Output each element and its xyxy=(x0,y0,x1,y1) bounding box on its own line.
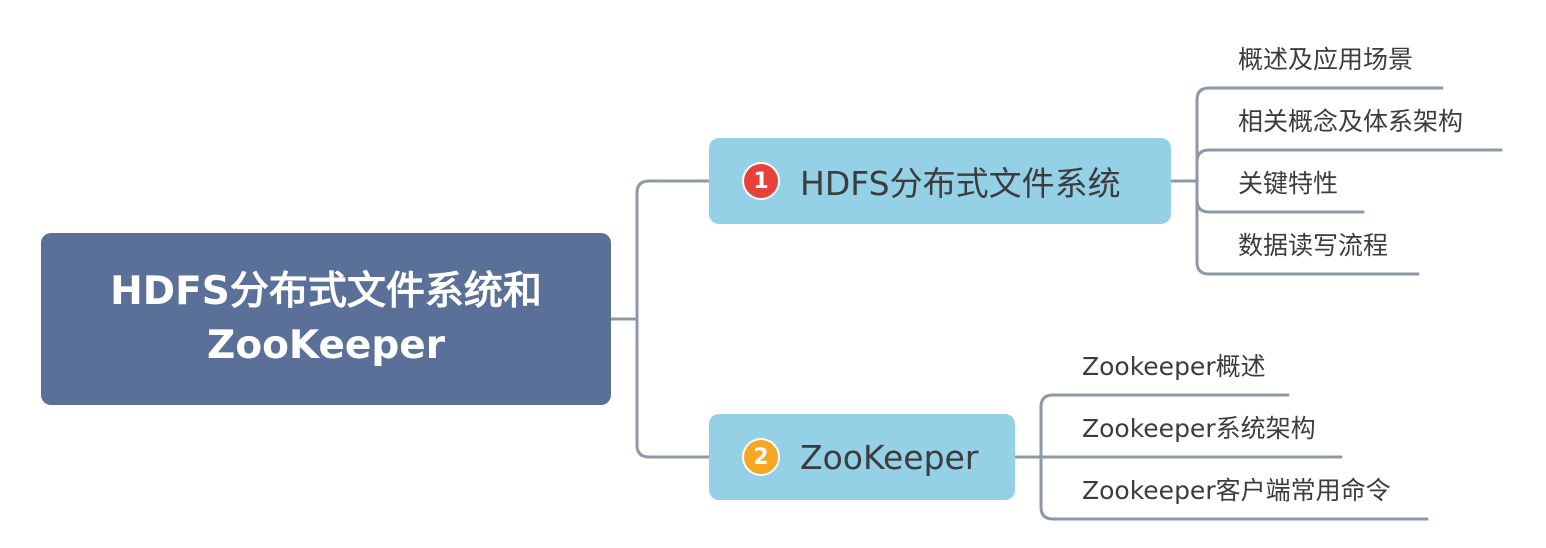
root-topic[interactable]: HDFS分布式文件系统和 ZooKeeper xyxy=(41,233,611,405)
subtopic-hdfs-overview[interactable]: 概述及应用场景 xyxy=(1238,45,1414,74)
subtopic-hdfs-architecture[interactable]: 相关概念及体系架构 xyxy=(1238,107,1464,136)
subtopic-hdfs-read-write[interactable]: 数据读写流程 xyxy=(1238,231,1389,260)
root-topic-line-1: HDFS分布式文件系统和 xyxy=(110,269,542,314)
root-topic-line-2: ZooKeeper xyxy=(207,323,445,368)
number-2-icon: 2 xyxy=(744,440,778,474)
connector-trunk-branch-2 xyxy=(635,317,711,459)
connector-leaf-2-3 xyxy=(1039,455,1429,521)
branch-topic-label: HDFS分布式文件系统 xyxy=(800,164,1121,203)
connector-leaf-2-1 xyxy=(1039,393,1290,459)
branch-topic-zookeeper[interactable]: 2 ZooKeeper xyxy=(709,414,1015,500)
connector-leaf-1-1 xyxy=(1195,86,1444,183)
subtopic-hdfs-features[interactable]: 关键特性 xyxy=(1238,169,1339,198)
connector-leaf-1-2 xyxy=(1195,148,1503,183)
branch-topic-hdfs[interactable]: 1 HDFS分布式文件系统 xyxy=(709,138,1171,224)
connector-leaf-1-4 xyxy=(1195,179,1420,276)
connector-trunk-branch-1 xyxy=(635,179,711,321)
subtopic-zookeeper-client-commands[interactable]: Zookeeper客户端常用命令 xyxy=(1082,476,1391,505)
number-1-icon: 1 xyxy=(744,164,778,198)
subtopic-zookeeper-architecture[interactable]: Zookeeper系统架构 xyxy=(1082,414,1316,443)
branch-topic-label: ZooKeeper xyxy=(800,437,979,477)
subtopic-zookeeper-overview[interactable]: Zookeeper概述 xyxy=(1082,352,1266,381)
